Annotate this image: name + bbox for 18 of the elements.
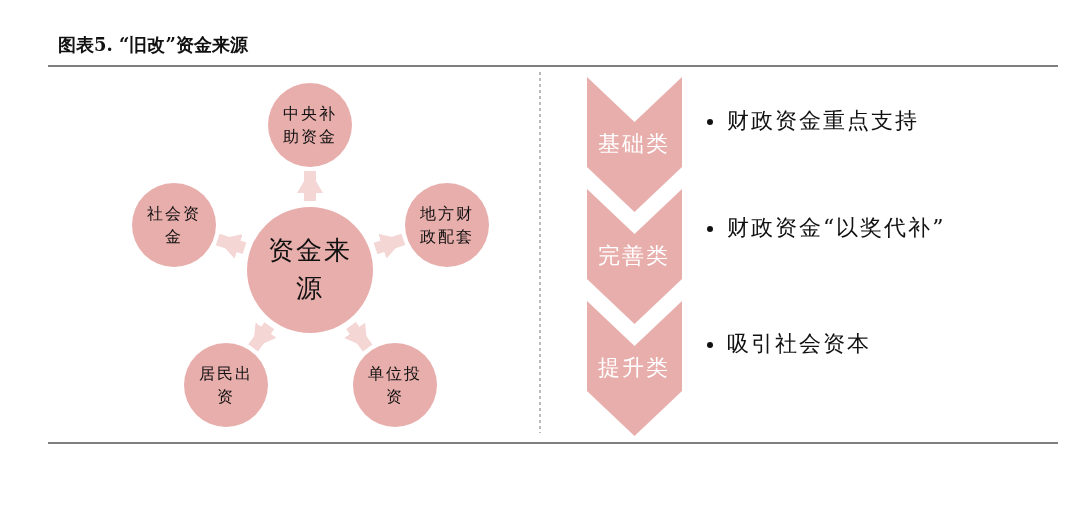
node-label: 资金来源	[267, 234, 353, 305]
block-arrow	[215, 233, 247, 259]
figure-title: 图表5. “旧改”资金来源	[58, 33, 248, 57]
node-label: 地方财政配套	[419, 202, 475, 248]
node-label: 居民出资	[198, 362, 254, 408]
block-arrow	[373, 233, 406, 259]
block-arrow	[297, 171, 323, 201]
node-label: 社会资金	[146, 202, 202, 248]
node-label: 单位投资	[367, 362, 423, 408]
bullet-text: 吸引社会资本	[727, 330, 871, 358]
category-label: 基础类	[598, 130, 670, 158]
node-label: 中央补助资金	[282, 102, 338, 148]
category-label: 完善类	[598, 242, 670, 270]
block-arrow	[344, 321, 373, 352]
bullet-text: 财政资金“以奖代补”	[727, 214, 946, 242]
bullet-text: 财政资金重点支持	[727, 107, 919, 135]
block-arrow	[248, 322, 277, 352]
category-label: 提升类	[598, 354, 670, 382]
